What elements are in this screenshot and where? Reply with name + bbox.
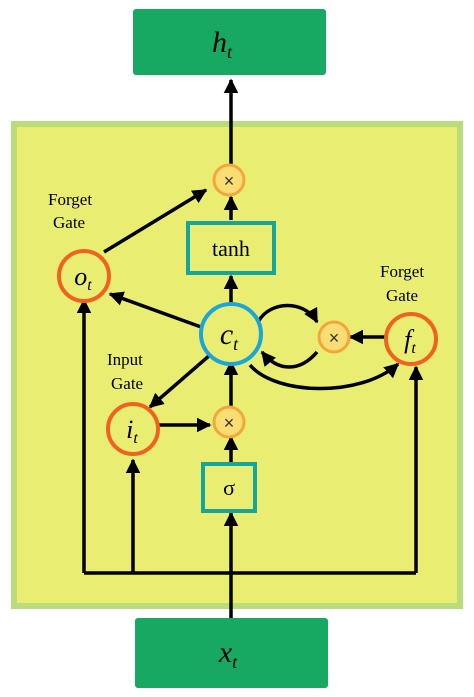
tanh-label: tanh [212,236,250,261]
cell-subscript: t [233,334,239,354]
label-top-left-line2: Gate [53,213,85,232]
multiplier-bottom-symbol: × [224,413,235,433]
label-right-line2: Gate [386,286,418,305]
forget-gate-node: ft [384,312,438,366]
output-gate-symbol: o [74,262,87,291]
cell-state-node: ct [199,302,263,366]
multiplier-bottom: × [212,405,246,439]
output-gate-node: ot [57,249,111,303]
input-symbol: x [218,636,233,669]
arrow-ct-loop-lower [260,350,319,369]
svg-text:it: it [126,415,138,447]
forget-gate-symbol: f [404,325,415,354]
svg-text:ft: ft [404,325,416,357]
input-gate-symbol: i [126,415,133,444]
input-subscript: t [232,652,238,672]
multiplier-top: × [212,163,246,197]
input-gate-node: it [106,402,160,456]
input-gate-subscript: t [133,430,138,447]
tanh-box: tanh [186,221,276,275]
input-box: xt [135,618,328,688]
connections [76,78,424,618]
label-right-line1: Forget [380,262,424,281]
label-top-left-line1: Forget [48,190,92,209]
label-input-line1: Input [107,350,143,369]
svg-text:ct: ct [220,318,239,354]
multiplier-top-symbol: × [224,171,235,191]
sigma-box: σ [201,462,257,513]
arrow-ct-to-ot [108,291,202,329]
svg-text:xt: xt [218,636,238,672]
arrow-ct-to-it [148,353,212,409]
output-box: ht [133,9,326,75]
multiplier-right: × [317,320,351,354]
arrow-ct-to-ft [248,362,400,391]
svg-text:ht: ht [212,26,233,62]
svg-text:ot: ot [74,262,92,294]
output-subscript: t [227,42,233,62]
output-gate-subscript: t [87,277,92,294]
sigma-label: σ [223,475,235,500]
arrow-ot-to-mul [103,188,208,254]
cell-symbol: c [220,318,233,351]
output-symbol: h [212,26,227,59]
arrow-ct-loop-upper [256,303,319,324]
label-input-line2: Gate [111,374,143,393]
forget-gate-subscript: t [411,340,416,357]
multiplier-right-symbol: × [329,328,340,348]
